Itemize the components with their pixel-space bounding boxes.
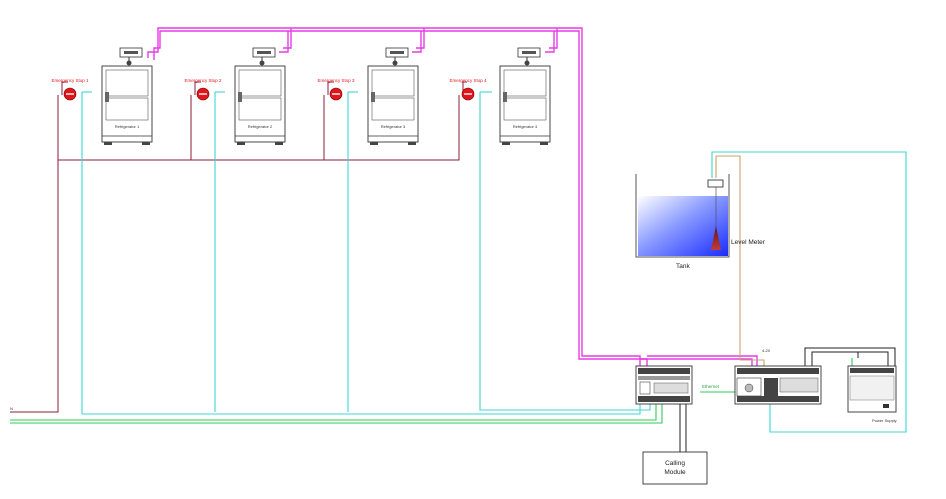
emergency-stop-label: Emergency Stop 2 <box>184 78 222 83</box>
emergency-stop-label: Emergency Stop 4 <box>449 78 487 83</box>
emergency-stop-label: Emergency Stop 1 <box>51 78 89 83</box>
emergency-stop-1: Emergency Stop 1 <box>51 78 89 101</box>
refrigerator-label: Refrigerator 1 <box>115 124 140 129</box>
magenta-wire-bus <box>147 27 758 366</box>
refrigerator-4: Refrigerator 4 <box>499 47 551 145</box>
refrigerator-1: Refrigerator 1 <box>101 47 153 145</box>
emergency-stop-3: Emergency Stop 3 <box>317 78 355 101</box>
controller-module-1 <box>635 365 693 405</box>
level-meter-head <box>707 179 724 188</box>
black-wire <box>679 347 896 452</box>
refrigerator-label: Refrigerator 4 <box>513 124 538 129</box>
power-supply-label: Power Supply <box>872 418 897 423</box>
refrigerator-2: Refrigerator 2 <box>234 47 286 145</box>
controller-module-2: Ethernet 4-20 <box>702 348 822 405</box>
calling-module-line1: Calling <box>665 460 685 467</box>
signal-label: 4-20 <box>762 348 771 353</box>
calling-module-line2: Module <box>664 469 686 476</box>
refrigerator-label: Refrigerator 3 <box>381 124 406 129</box>
ethernet-label: Ethernet <box>702 384 720 389</box>
refrigerator-3: Refrigerator 3 <box>367 47 419 145</box>
calling-module: Calling Module <box>642 451 708 485</box>
refrigerator-group: Refrigerator 1 Emergency Stop 1 Refrigerat… <box>51 47 551 145</box>
tank-label: Tank <box>676 263 690 270</box>
maroon-wire-bus <box>10 81 467 413</box>
level-meter-label: Level Meter <box>731 239 766 246</box>
emergency-stop-label: Emergency Stop 3 <box>317 78 355 83</box>
emergency-stop-4: Emergency Stop 4 <box>449 78 487 101</box>
emergency-stop-2: Emergency Stop 2 <box>184 78 222 101</box>
input-label: N <box>10 406 13 411</box>
refrigerator-label: Refrigerator 2 <box>248 124 273 129</box>
tank: Tank Level Meter <box>635 174 766 270</box>
green-wire-bus <box>10 358 853 424</box>
level-meter-probe <box>711 226 721 250</box>
tan-wire <box>715 155 765 366</box>
power-supply: Power Supply <box>847 365 897 423</box>
cyan-wire-bus <box>81 91 907 433</box>
